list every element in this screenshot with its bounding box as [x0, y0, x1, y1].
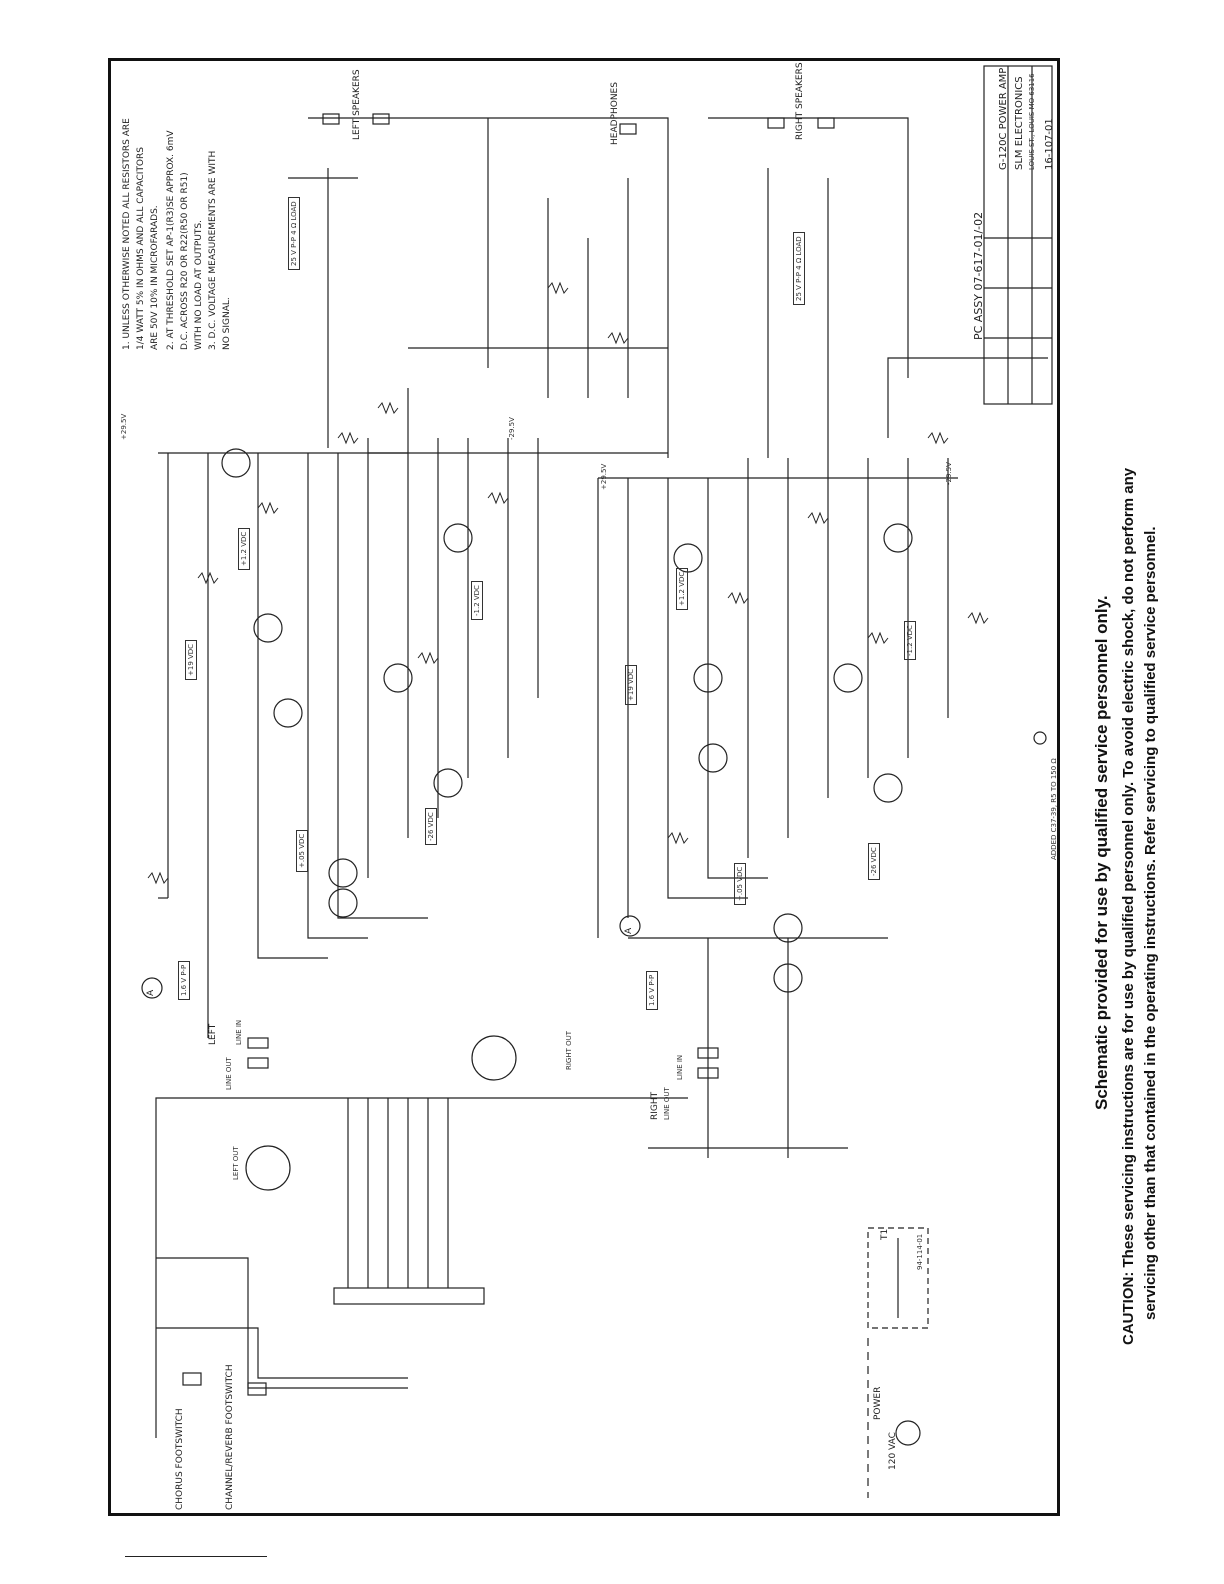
- right-out-label: RIGHT OUT: [565, 1030, 573, 1070]
- title-block-subtitle: LOUIS ST., LOUIS MO 63116: [1028, 73, 1036, 170]
- caution-line-1: CAUTION: These servicing instructions ar…: [1120, 467, 1137, 1345]
- title-block: [983, 65, 1053, 405]
- note-line-6: WITH NO LOAD AT OUTPUTS.: [194, 220, 204, 350]
- drawing-border: [108, 58, 1060, 1516]
- right-dc-minus-1-2: -1.2 VDC: [904, 621, 916, 660]
- note-line-1: 1. UNLESS OTHERWISE NOTED ALL RESISTORS …: [122, 118, 132, 350]
- node-a-right: A: [624, 927, 634, 934]
- right-dc-plus-05: +.05 VDC: [734, 862, 746, 905]
- note-line-7: 3. D.C. VOLTAGE MEASUREMENTS ARE WITH: [208, 150, 218, 350]
- right-rail-neg: -29.5V: [945, 462, 953, 485]
- channel-footswitch-label: CHANNEL/REVERB FOOTSWITCH: [225, 1364, 235, 1510]
- transformer-part: 94-114-01: [916, 1233, 924, 1270]
- note-line-4: 2. AT THRESHOLD SET AP-1(R3)SE APPROX. 6…: [166, 130, 176, 350]
- left-channel-label: LEFT: [208, 1023, 218, 1045]
- left-line-out: LINE OUT: [225, 1057, 233, 1090]
- footer-rule: [125, 1556, 267, 1557]
- node-a-left: A: [146, 989, 156, 996]
- title-block-title: G-120C POWER AMP: [998, 67, 1009, 170]
- note-line-5: D.C. ACROSS R20 OR R22(R50 OR R51): [180, 172, 190, 350]
- right-line-out: LINE OUT: [663, 1087, 671, 1120]
- left-input-level: 1.6 V P-P: [178, 960, 190, 1000]
- headphones-label: HEADPHONES: [610, 82, 620, 145]
- transformer-label: T1: [880, 1228, 890, 1240]
- schematic-drawing: [141, 65, 1053, 1498]
- right-channel-label: RIGHT: [650, 1091, 660, 1120]
- right-line-in: LINE IN: [676, 1054, 684, 1080]
- right-dc-plus-19: +19 VDC: [625, 664, 637, 705]
- right-dc-plus-1-2: +1.2 VDC: [676, 567, 688, 610]
- note-line-3: ARE 50V 10% IN MICROFARADS.: [150, 205, 160, 350]
- chorus-footswitch-label: CHORUS FOOTSWITCH: [175, 1408, 185, 1510]
- note-line-8: NO SIGNAL.: [222, 297, 232, 350]
- left-rail-neg: -29.5V: [508, 417, 516, 440]
- left-rail-pos: +29.5V: [120, 413, 128, 440]
- power-label: POWER: [873, 1386, 883, 1420]
- right-input-level: 1.6 V P-P: [646, 970, 658, 1010]
- left-dc-minus-26: -26 VDC: [425, 808, 437, 845]
- assembly-label: PC ASSY 07-617-01/-02: [972, 211, 985, 340]
- left-vpp-label: 25 V P-P 4 Ω LOAD: [288, 197, 300, 270]
- left-out-label: LEFT OUT: [232, 1146, 240, 1180]
- connector-strip: [333, 1287, 485, 1305]
- service-notice-heading: Schematic provided for use by qualified …: [1092, 595, 1111, 1110]
- footnote: ADDED C37-39, R5 TO 150 Ω: [1050, 758, 1058, 860]
- left-dc-plus-19: +19 VDC: [185, 639, 197, 680]
- right-vpp-label: 25 V P-P 4 Ω LOAD: [793, 232, 805, 305]
- left-line-in: LINE IN: [235, 1019, 243, 1045]
- left-speakers-label: LEFT SPEAKERS: [352, 69, 362, 140]
- right-dc-minus-26: -26 VDC: [868, 843, 880, 880]
- right-rail-pos: +29.5V: [600, 463, 608, 490]
- caution-line-2: servicing other than that contained in t…: [1142, 526, 1159, 1321]
- right-speakers-label: RIGHT SPEAKERS: [795, 62, 805, 140]
- title-block-company: SLM ELECTRONICS: [1014, 76, 1025, 170]
- left-dc-plus-05: +.05 VDC: [296, 829, 308, 872]
- ac-label: 120 VAC: [888, 1432, 898, 1470]
- left-dc-plus-1-2: +1.2 VDC: [238, 527, 250, 570]
- title-block-doc-number: 16-107-01: [1044, 118, 1055, 170]
- note-line-2: 1/4 WATT 5% IN OHMS AND ALL CAPACITORS: [136, 147, 146, 350]
- left-dc-minus-1-2: -1.2 VDC: [471, 581, 483, 620]
